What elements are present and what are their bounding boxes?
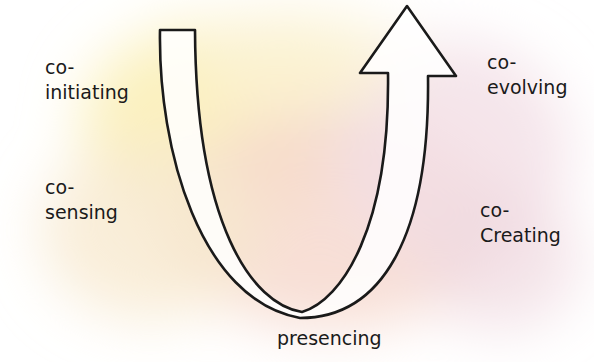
watercolor-wash (40, 10, 580, 330)
stage-label: co- evolving (487, 50, 567, 99)
u-arrow (160, 6, 456, 318)
stage-label: co- Creating (480, 198, 561, 247)
stage-label: co- initiating (45, 55, 129, 104)
stage-label: presencing (277, 326, 382, 351)
stage-label: co- sensing (45, 175, 118, 224)
